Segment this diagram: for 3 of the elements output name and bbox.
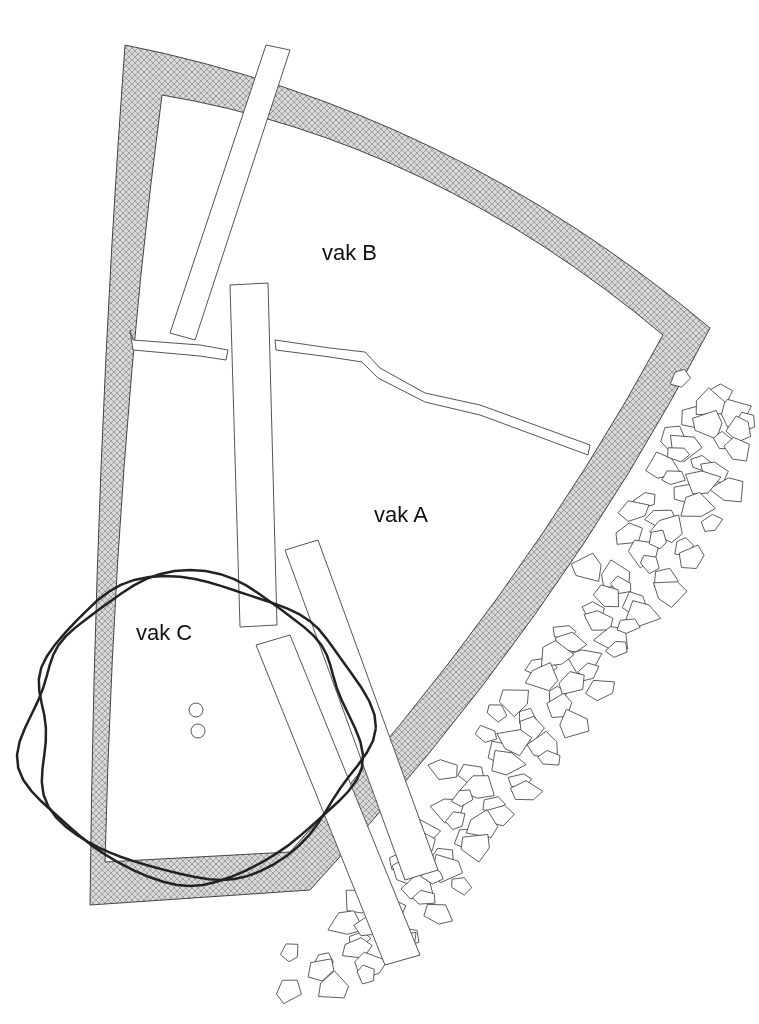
area-label: vak A bbox=[374, 502, 428, 528]
area-label: vak B bbox=[322, 240, 378, 266]
area-label: vak C bbox=[136, 620, 193, 646]
